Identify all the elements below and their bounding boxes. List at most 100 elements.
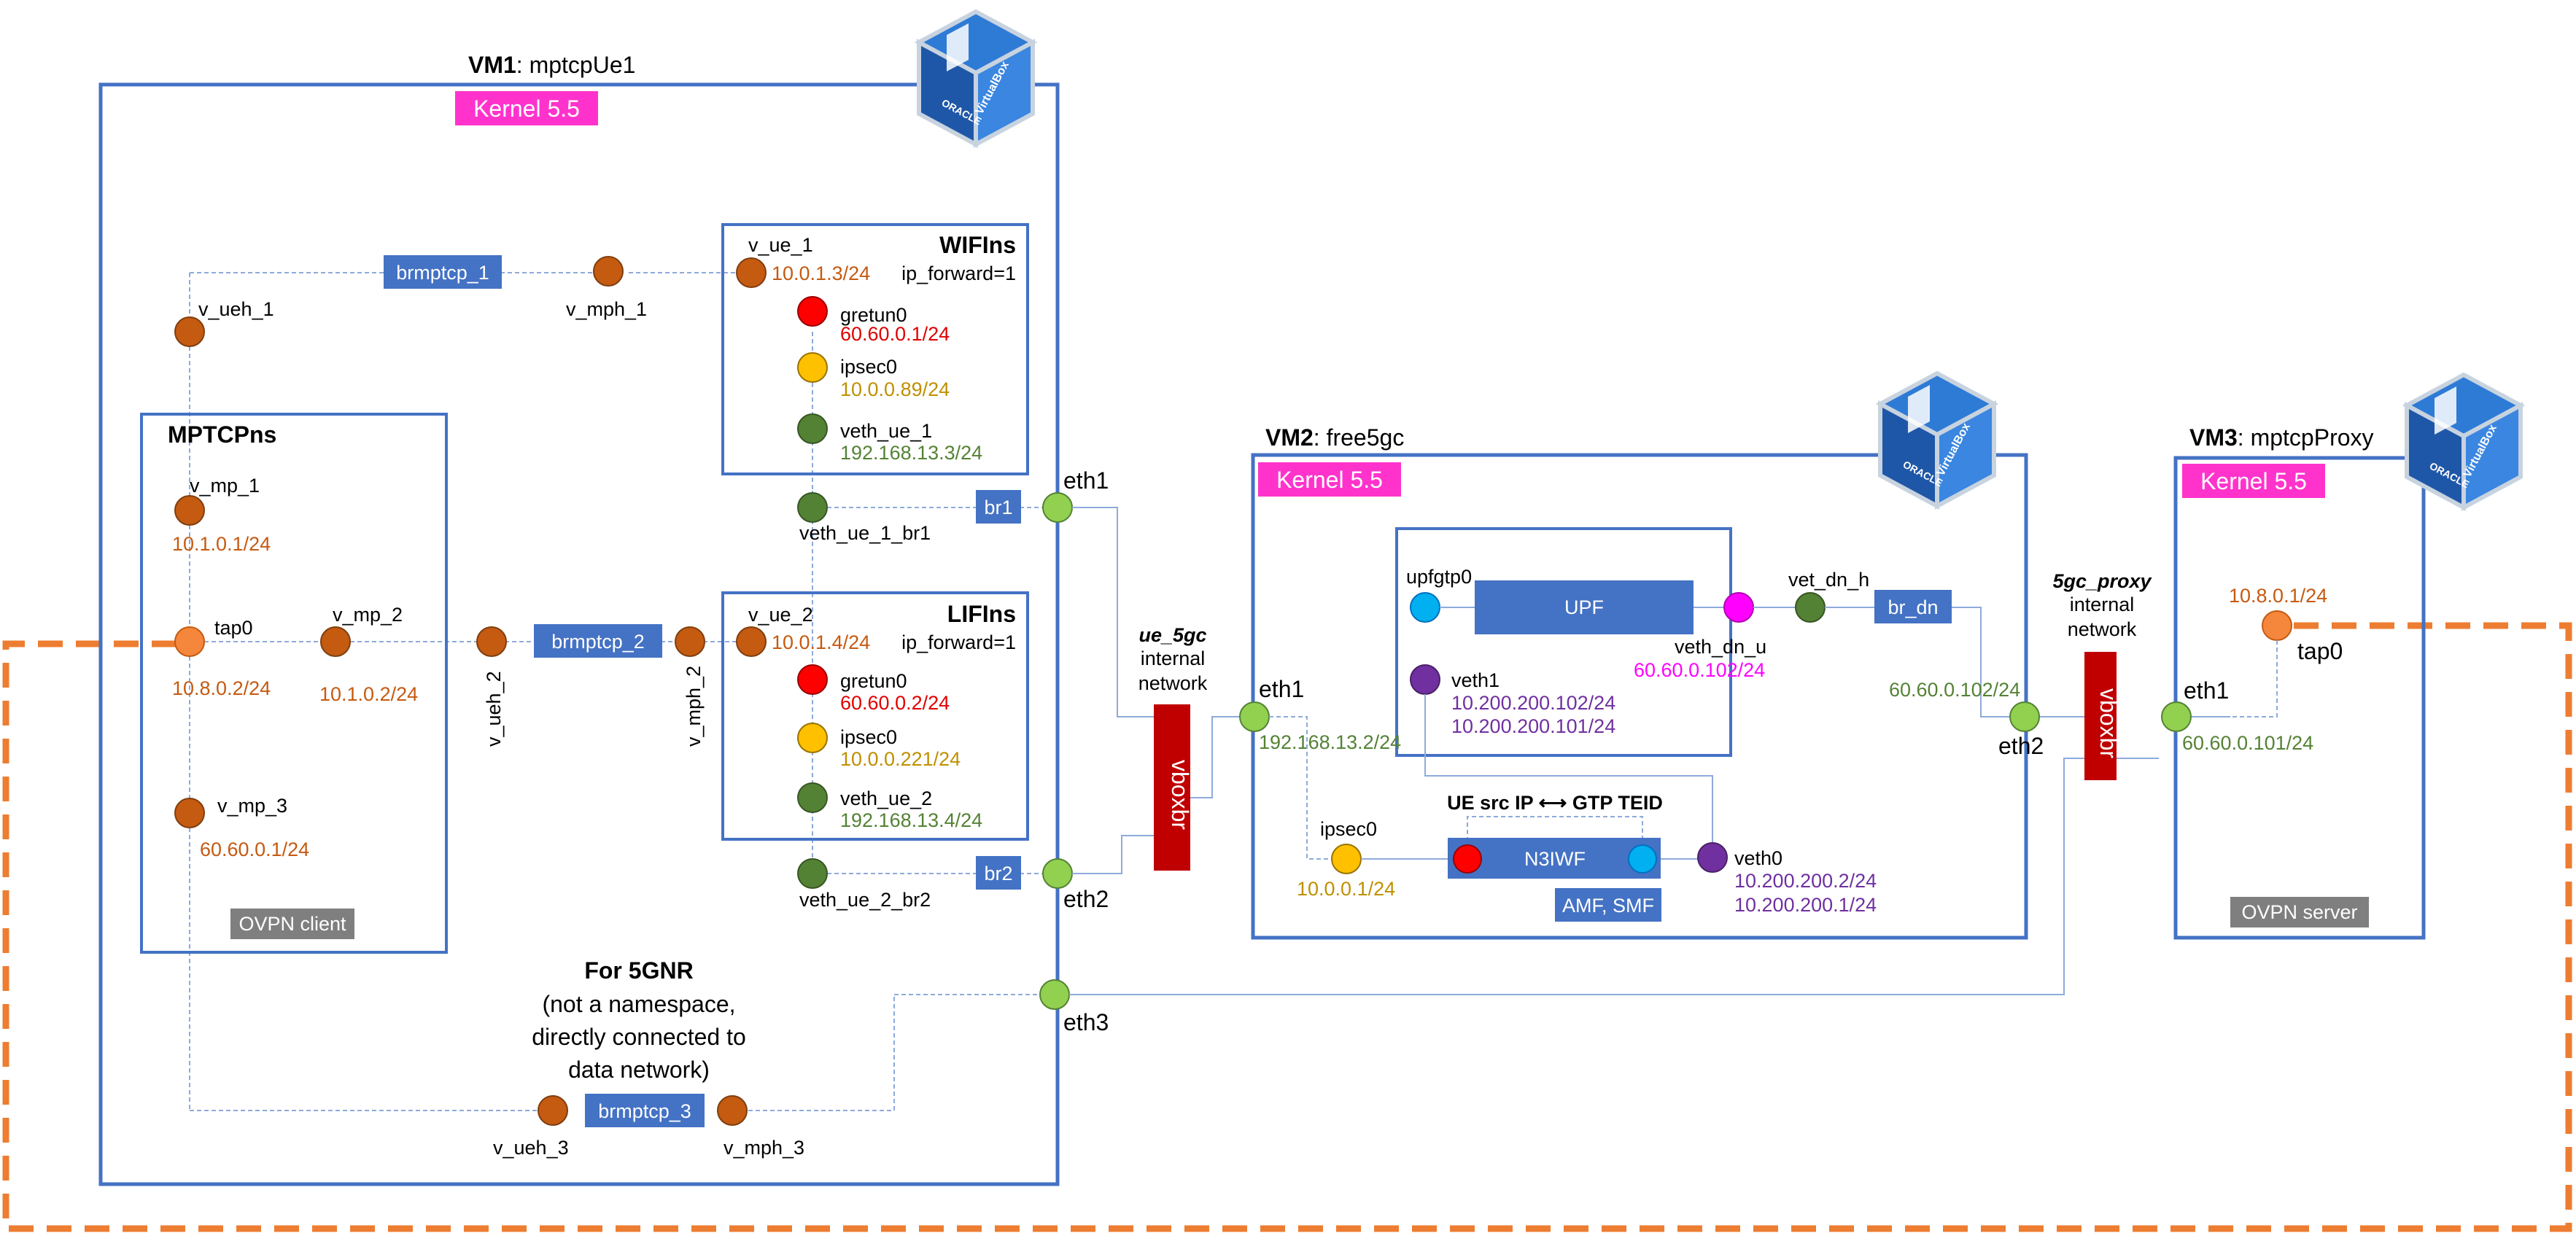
n3iwf-ipsec0-iface[interactable] [1331,844,1362,874]
upf-label: UPF [1564,596,1604,618]
v-ueh-1-iface[interactable] [174,316,205,347]
n3iwf-box[interactable] [1448,838,1661,879]
lifi-gretun0-ip: 60.60.0.2/24 [840,692,950,714]
n3iwf-red-iface[interactable] [1453,844,1482,874]
vm3-eth1-label: eth1 [2184,677,2229,704]
vm3-tap0-ip: 10.8.0.1/24 [2229,585,2327,607]
vm3-kernel-label: Kernel 5.5 [2200,468,2307,494]
lifi-ipsec0-label: ipsec0 [840,726,897,748]
lifins-ip-forward: ip_forward=1 [901,631,1016,653]
v-ue-1-iface[interactable] [736,257,767,288]
amf-smf-box[interactable] [1555,888,1661,922]
v-mp-2-iface[interactable] [320,626,351,657]
vm1-eth1-port[interactable] [1042,492,1073,523]
mptcp-tap0-ip: 10.8.0.2/24 [172,677,271,699]
veth-dn-u-iface[interactable] [1723,592,1754,623]
br1-bridge[interactable] [976,490,1021,524]
vboxbr-proxy-bridge[interactable] [2084,652,2117,780]
veth-ue-2-br2-label: veth_ue_2_br2 [799,889,931,911]
vm1-eth1-label: eth1 [1063,467,1109,494]
v-ueh-3-label: v_ueh_3 [493,1137,569,1159]
v-mph-3-iface[interactable] [717,1095,748,1126]
veth1-iface[interactable] [1410,664,1440,695]
v-mp-1-ip: 10.1.0.1/24 [172,533,271,555]
veth-dn-u-ip: 60.60.0.102/24 [1634,659,1765,681]
veth-ue-1-br1-iface[interactable] [797,492,828,523]
veth0-iface[interactable] [1697,842,1728,873]
svg-text:internal: internal [1141,647,1206,669]
wifi-gretun0-iface[interactable] [797,296,828,327]
br2-bridge[interactable] [976,856,1021,890]
veth-ue-1-label: veth_ue_1 [840,420,932,442]
vm1-box [98,82,1060,1186]
brmptcp-3-bridge[interactable] [585,1094,705,1127]
veth-ue-2-br2-iface[interactable] [797,858,828,889]
br-dn-bridge[interactable] [1874,590,1952,623]
v-mp-2-ip: 10.1.0.2/24 [319,683,418,705]
v-mp-1-iface[interactable] [174,495,205,526]
svg-text:directly connected to: directly connected to [532,1024,746,1050]
upfgtp0-label: upfgtp0 [1406,566,1472,588]
vm3-tap0-iface[interactable] [2262,610,2292,641]
ovpn-server-label: OVPN server [2241,901,2357,923]
veth-ue-2-iface[interactable] [797,782,828,813]
vm2-eth2-label: eth2 [1998,733,2044,759]
vm3-eth1-port[interactable] [2161,701,2192,732]
v-ue-2-iface[interactable] [736,626,767,657]
wifins-title: WIFIns [939,232,1016,258]
vm1-eth3-port[interactable] [1039,979,1070,1010]
upfgtp0-iface[interactable] [1410,592,1440,623]
vm3-title: VM3: mptcpProxy [2189,424,2374,451]
brmptcp-3-label: brmptcp_3 [598,1100,691,1122]
mptcpns-box [140,413,448,954]
v-ue-1-ip: 10.0.1.3/24 [772,262,870,284]
brmptcp-2-bridge[interactable] [534,624,662,658]
vm1-eth3-label: eth3 [1063,1009,1109,1035]
v-ueh-2-iface[interactable] [476,626,507,657]
vm1-title: VM1: mptcpUe1 [468,52,635,78]
brmptcp-1-bridge[interactable] [384,255,502,289]
svg-text:5gc_proxy: 5gc_proxy [2052,570,2152,592]
vm1-kernel-label: Kernel 5.5 [473,96,580,122]
virtualbox-logo-vm3-icon [2407,375,2521,507]
v-mp-3-label: v_mp_3 [217,795,287,817]
n3iwf-blue-iface[interactable] [1628,844,1657,874]
vm2-eth2-ip: 60.60.0.102/24 [1889,679,2020,701]
v-ue-2-ip: 10.0.1.4/24 [772,631,870,653]
v-ueh-3-iface[interactable] [538,1095,568,1126]
lifi-gretun0-iface[interactable] [797,664,828,695]
vm2-eth2-port[interactable] [2009,701,2040,732]
brmptcp-2-label: brmptcp_2 [551,631,645,653]
wifi-ipsec0-iface[interactable] [797,352,828,383]
veth0-ip2: 10.200.200.1/24 [1734,894,1877,916]
v-ueh-2-label: v_ueh_2 [483,671,505,747]
vet-dn-h-label: vet_dn_h [1788,569,1869,591]
v-mph-1-iface[interactable] [593,256,624,287]
vm1-eth2-port[interactable] [1042,858,1073,889]
veth-ue-1-iface[interactable] [797,413,828,444]
v-ueh-1-label: v_ueh_1 [198,298,274,320]
upf-box[interactable] [1475,580,1694,634]
veth-ue-1-br1-label: veth_ue_1_br1 [799,522,931,544]
vm1-eth2-label: eth2 [1063,886,1109,912]
vm2-eth1-port[interactable] [1239,701,1270,732]
v-ue-2-label: v_ue_2 [748,604,813,626]
vet-dn-h-iface[interactable] [1795,592,1826,623]
v-mph-2-iface[interactable] [675,626,705,657]
brmptcp-1-label: brmptcp_1 [396,262,489,284]
svg-text:ue_5gc: ue_5gc [1138,624,1206,646]
mptcp-tap0-iface[interactable] [174,626,205,657]
vm3-kernel-badge [2182,464,2325,498]
v-mph-1-label: v_mph_1 [566,298,647,320]
vm2-kernel-badge [1258,462,1401,497]
virtualbox-logo-vm1-icon [919,12,1033,144]
v-mp-3-iface[interactable] [174,798,205,828]
veth1-label: veth1 [1451,669,1500,691]
svg-text:data network): data network) [568,1057,710,1083]
veth1-ip2: 10.200.200.101/24 [1451,715,1615,737]
v-mp-2-label: v_mp_2 [333,604,403,626]
vboxbr-ue-5gc-bridge[interactable] [1154,704,1190,871]
lifi-ipsec0-iface[interactable] [797,723,828,753]
svg-text:internal: internal [2070,594,2135,615]
